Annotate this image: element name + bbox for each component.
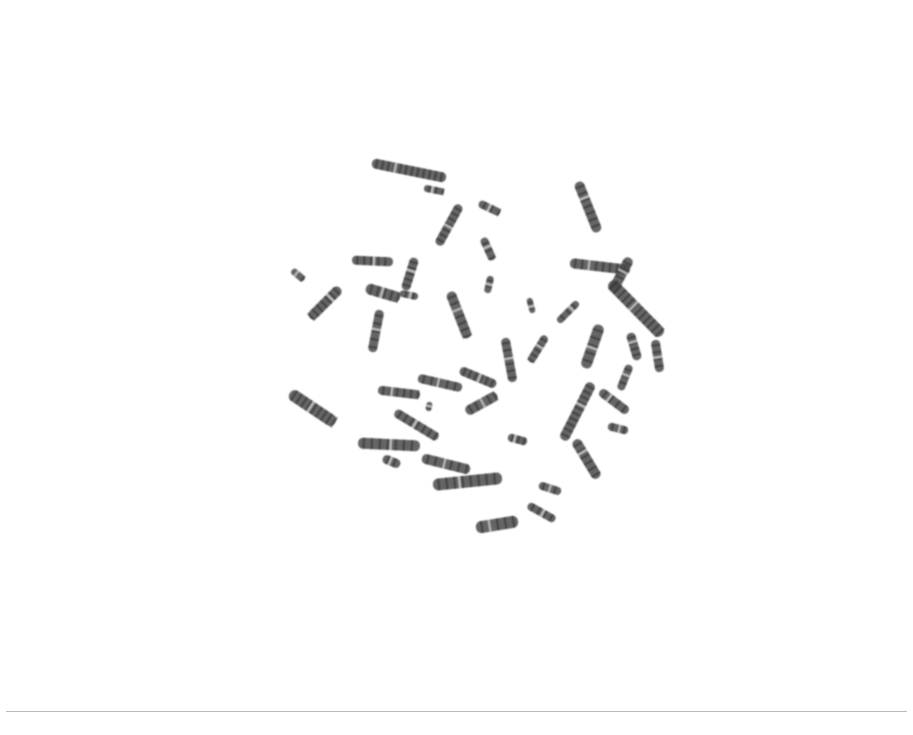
chromosome (351, 255, 394, 267)
chromosome (581, 324, 604, 369)
chromosome (574, 181, 602, 233)
chromosome (607, 280, 665, 338)
chromosome (401, 257, 419, 291)
chromosome (291, 268, 306, 283)
chromosome (446, 291, 473, 339)
chromosome (357, 437, 421, 452)
chromosome (465, 391, 499, 415)
chromosome (432, 472, 503, 491)
chromosome (569, 258, 631, 275)
chromosome (423, 185, 445, 196)
chromosome (478, 200, 502, 217)
chromosome (399, 290, 419, 300)
chromosome (371, 158, 447, 183)
chromosome (501, 337, 517, 383)
chromosome (288, 390, 339, 428)
chromosome (572, 439, 601, 479)
chromosome (507, 433, 528, 446)
bottom-divider (6, 711, 907, 712)
chromosome (480, 237, 497, 261)
chromosome (626, 332, 642, 361)
chromosome (556, 300, 580, 324)
chromosome (377, 385, 421, 400)
chromosome (394, 409, 439, 441)
chromosome (560, 382, 595, 441)
chromosome (306, 286, 342, 322)
chromosome (368, 309, 384, 353)
chromosome (527, 502, 556, 523)
chromosome (526, 297, 536, 314)
chromosome (484, 275, 494, 294)
chromosome (598, 389, 630, 414)
chromosome (538, 482, 562, 495)
chromosome (617, 364, 633, 391)
chromosome (382, 455, 401, 468)
chromosome (425, 401, 433, 412)
chromosome (417, 374, 463, 392)
chromosome (421, 454, 471, 475)
chromosome-group (288, 158, 665, 534)
chromosome (365, 283, 401, 303)
chromosome (526, 335, 549, 364)
chromosome (459, 367, 497, 388)
chromosome (475, 515, 519, 534)
chromosome (435, 204, 463, 246)
chromosome (607, 422, 629, 435)
chromosome (651, 339, 664, 373)
